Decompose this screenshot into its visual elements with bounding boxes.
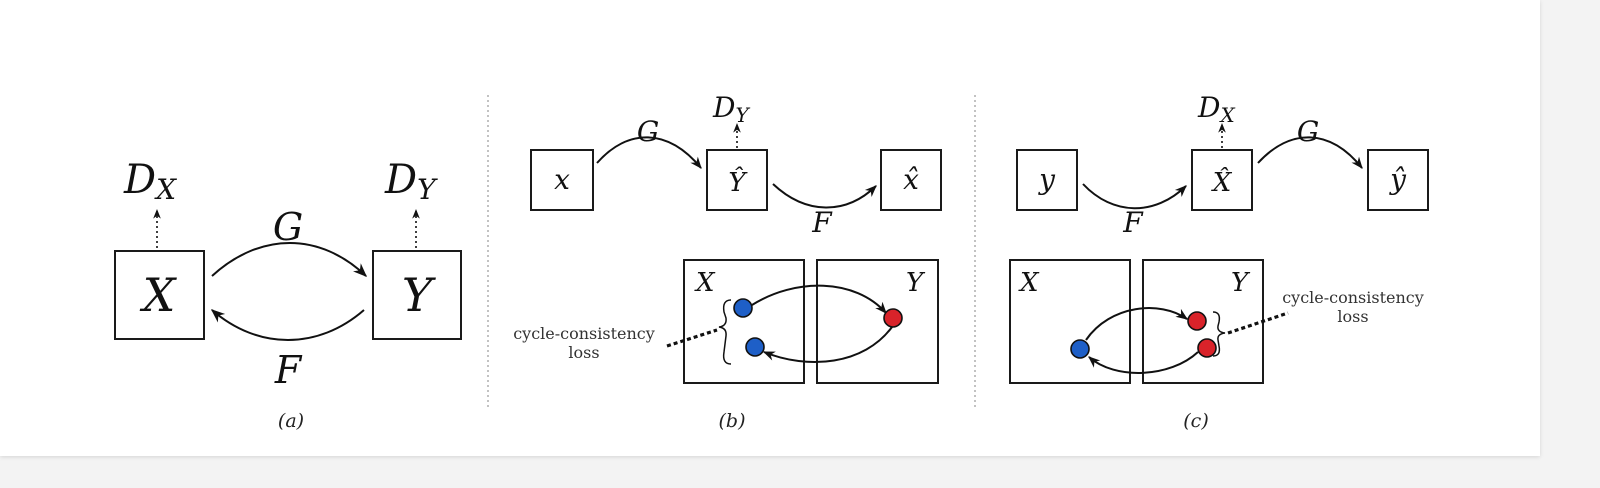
point-c-yrec: [1197, 338, 1217, 358]
label-c-f: F: [1122, 206, 1144, 239]
arrow-a-f: [210, 309, 365, 341]
arrow-b-cycle-top: [751, 284, 887, 314]
loss-line-b: [666, 328, 718, 348]
box-b-yhat: [706, 149, 768, 211]
box-c-y: [1016, 149, 1078, 211]
box-c-xhat: [1191, 149, 1253, 211]
box-b-x-label: x: [554, 163, 570, 196]
label-b-f: F: [811, 206, 833, 239]
box-c-yhat: [1367, 149, 1429, 211]
loss-line-c: [1227, 311, 1289, 335]
square-c-y-label: Y: [1231, 268, 1251, 298]
brace-b: [718, 299, 732, 365]
label-a-g: G: [273, 205, 303, 249]
box-b-xhat-label: x̂: [903, 163, 919, 196]
arrow-c-cycle-bottom: [1088, 351, 1199, 374]
square-b-x-label: X: [694, 268, 716, 298]
label-c-g: G: [1297, 115, 1319, 148]
label-a-f: F: [274, 348, 303, 392]
panel-c: y X̂ ŷ F G DX X Y cycle-consistency loss…: [1009, 91, 1429, 432]
arrow-c-cycle-top: [1085, 307, 1188, 341]
square-c-x: [1009, 259, 1131, 384]
caption-b: (b): [719, 410, 746, 432]
loss-c-line1: cycle-consistency: [1282, 288, 1424, 307]
label-b-g: G: [637, 115, 659, 148]
arrow-b-g: [596, 136, 702, 169]
square-c-x-label: X: [1018, 268, 1040, 298]
label-c-d: DX: [1197, 91, 1235, 127]
arrow-b-f: [772, 183, 877, 209]
brace-c: [1212, 311, 1226, 357]
label-a-dy: DY: [384, 157, 438, 206]
square-b-y: [816, 259, 939, 384]
box-x-label: X: [140, 268, 178, 322]
caption-a: (a): [278, 410, 304, 432]
box-c-y-label: y: [1037, 163, 1056, 196]
loss-b-line1: cycle-consistency: [513, 324, 655, 343]
box-y: [372, 250, 462, 340]
square-b-x: [683, 259, 805, 384]
label-a-dx: DX: [123, 157, 177, 206]
box-y-label: Y: [402, 268, 437, 322]
box-x: [114, 250, 205, 340]
point-b-x: [733, 298, 753, 318]
label-b-d: DY: [712, 91, 750, 127]
point-c-y: [1070, 339, 1090, 359]
caption-c: (c): [1183, 410, 1208, 432]
loss-c-line2: loss: [1337, 307, 1368, 326]
square-b-y-label: Y: [906, 268, 926, 298]
arrow-a-g: [211, 242, 368, 277]
box-b-x: [530, 149, 594, 211]
point-c-xhat: [1187, 311, 1207, 331]
arrow-c-f: [1082, 183, 1187, 210]
arrow-c-g: [1257, 136, 1363, 169]
loss-b-line2: loss: [568, 343, 599, 362]
point-b-xrec: [745, 337, 765, 357]
box-b-xhat: [880, 149, 942, 211]
box-b-yhat-label: Ŷ: [728, 166, 748, 198]
arrow-b-cycle-bottom: [762, 326, 893, 363]
box-c-yhat-label: ŷ: [1388, 163, 1407, 196]
box-c-xhat-label: X̂: [1211, 167, 1233, 198]
panel-b: x Ŷ x̂ G F DY X Y cycle-consistency loss…: [513, 91, 942, 432]
panel-a: X Y G F DX DY (a): [114, 157, 462, 432]
point-b-y: [883, 308, 903, 328]
